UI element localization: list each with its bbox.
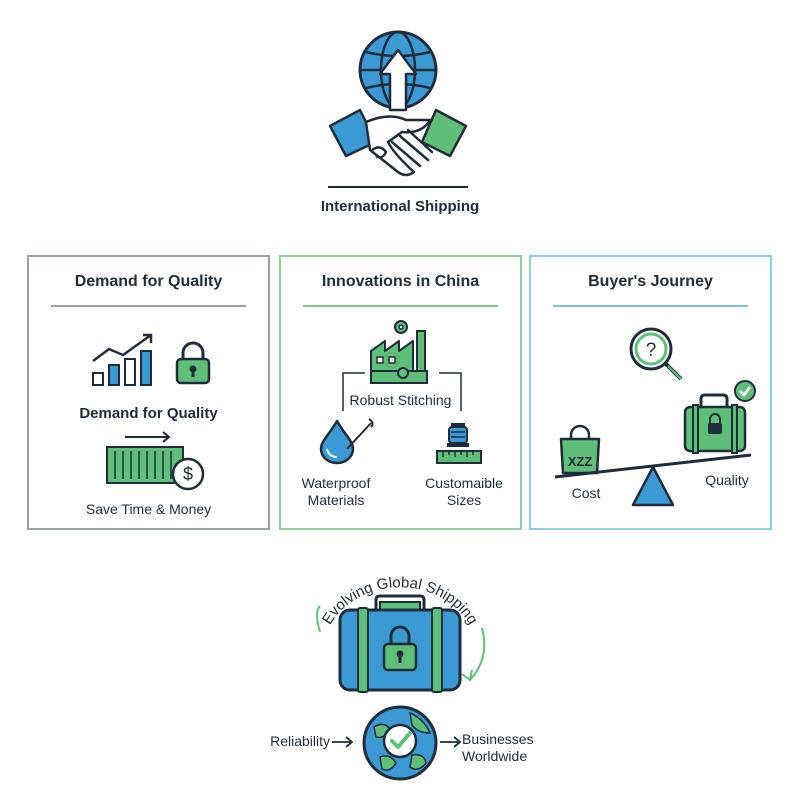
panel-demand-for-quality: Demand for Quality Demand for Quality $ … [27, 255, 270, 530]
panel-title: Buyer's Journey [588, 273, 713, 290]
checkmark-badge-icon [734, 380, 756, 402]
panel-divider [51, 305, 246, 307]
svg-text:?: ? [646, 340, 657, 361]
svg-text:$: $ [183, 464, 193, 484]
suitcase-icon [683, 380, 756, 454]
shipping-container-icon [106, 431, 184, 484]
title-underline [328, 186, 468, 188]
padlock-icon [175, 341, 211, 385]
dollar-coin-icon: $ [171, 457, 205, 491]
evolving-global-shipping-graphic: Evolving Global Shipping [316, 574, 486, 693]
bag-tag-label: XZZ [567, 454, 593, 469]
spool-ruler-icon [436, 423, 482, 464]
panel-buyers-journey: Buyer's Journey ? XZZ Cost Quality [529, 255, 772, 530]
customaible-sizes-label: Customaible Sizes [425, 475, 503, 508]
international-shipping-label: International Shipping [320, 198, 480, 215]
balance-scale-icon [554, 453, 752, 507]
arrow-right-icon [440, 736, 462, 748]
suitcase-icon [338, 594, 462, 693]
international-shipping-illustration [310, 22, 490, 192]
magnifier-question-icon: ? [629, 327, 683, 381]
panel-divider [553, 305, 748, 307]
water-drop-needle-icon [319, 418, 374, 465]
padlock-icon [382, 625, 418, 672]
save-time-money-label: Save Time & Money [85, 501, 212, 517]
panel-innovations-in-china: Innovations in China Robust Stitching Wa… [279, 255, 522, 530]
cost-label: Cost [571, 485, 601, 501]
demand-for-quality-label: Demand for Quality [79, 405, 218, 422]
globe-check-icon [362, 705, 438, 781]
handshake-icon [328, 108, 468, 177]
quality-label: Quality [705, 472, 749, 488]
factory-icon [370, 320, 428, 384]
arrow-right-icon [332, 736, 354, 748]
panel-title: Innovations in China [321, 273, 480, 290]
panel-divider [303, 305, 498, 307]
upload-arrow-icon [378, 48, 418, 112]
businesses-worldwide-label: Businesses Worldwide [462, 731, 534, 764]
reliability-label: Reliability [270, 733, 330, 749]
panel-title: Demand for Quality [74, 273, 223, 290]
bar-chart-icon [92, 333, 153, 386]
robust-stitching-label: Robust Stitching [349, 392, 452, 408]
waterproof-materials-label: Waterproof Materials [301, 475, 371, 508]
gear-icon [394, 320, 408, 334]
branch-connector [342, 372, 462, 411]
